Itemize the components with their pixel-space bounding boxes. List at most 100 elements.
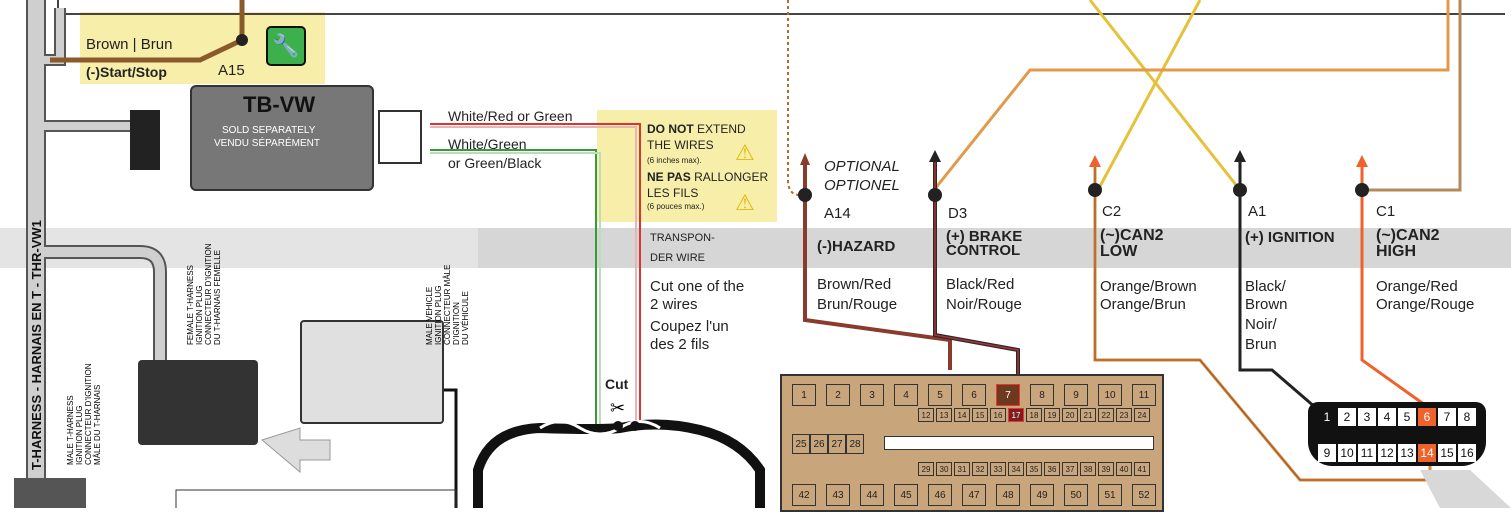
fuse-pin-26: 26 bbox=[810, 434, 828, 454]
wire-label-1: White/Red or Green bbox=[448, 108, 573, 124]
obd-pin-10: 10 bbox=[1338, 444, 1356, 462]
fuse-pin-13: 13 bbox=[936, 408, 952, 422]
fuse-pin-51: 51 bbox=[1098, 484, 1122, 506]
color-a1-4: Brun bbox=[1245, 336, 1277, 353]
obd-pin-12: 12 bbox=[1378, 444, 1396, 462]
obd-pin-13: 13 bbox=[1398, 444, 1416, 462]
fuse-pin-46: 46 bbox=[928, 484, 952, 506]
fuse-pin-28: 28 bbox=[846, 434, 864, 454]
color-d3-2: Noir/Rouge bbox=[946, 296, 1022, 313]
transponder-label-1: TRANSPON- bbox=[650, 232, 715, 244]
obd-pin-7: 7 bbox=[1438, 408, 1456, 426]
cut-instruction-3: Coupez l'un bbox=[650, 318, 729, 335]
pin-a1: A1 bbox=[1248, 203, 1267, 220]
fuse-pin-36: 36 bbox=[1044, 462, 1060, 476]
female-plug bbox=[138, 360, 258, 445]
module-left-connector bbox=[130, 110, 160, 170]
module-sold-fr: VENDU SÉPARÉMENT bbox=[214, 138, 320, 149]
obd-pin-9: 9 bbox=[1318, 444, 1336, 462]
warning-fr: NE PAS RALLONGER bbox=[647, 170, 769, 184]
fuse-pin-2: 2 bbox=[826, 384, 850, 406]
start-stop-wire-color: Brown | Brun bbox=[86, 36, 173, 53]
module-name: TB-VW bbox=[243, 92, 316, 117]
fuse-pin-6: 6 bbox=[962, 384, 986, 406]
fuse-pin-45: 45 bbox=[894, 484, 918, 506]
fuse-pin-37: 37 bbox=[1062, 462, 1078, 476]
module-sold-en: SOLD SEPARATELY bbox=[222, 125, 316, 136]
fuse-pin-1: 1 bbox=[792, 384, 816, 406]
cut-instruction-2: 2 wires bbox=[650, 296, 698, 313]
fuse-pin-23: 23 bbox=[1116, 408, 1132, 422]
color-a14-1: Brown/Red bbox=[817, 276, 892, 293]
fuse-pin-40: 40 bbox=[1116, 462, 1132, 476]
warning-fr-line2: LES FILS bbox=[647, 186, 699, 200]
fuse-pin-7: 7 bbox=[996, 384, 1020, 406]
function-can2-low: (~)CAN2 LOW bbox=[1100, 227, 1164, 260]
fuse-pin-34: 34 bbox=[1008, 462, 1024, 476]
obd-pin-3: 3 bbox=[1358, 408, 1376, 426]
fuse-pin-15: 15 bbox=[972, 408, 988, 422]
fuse-pin-52: 52 bbox=[1132, 484, 1156, 506]
warning-en-line2: THE WIRES bbox=[647, 138, 714, 152]
pin-a14: A14 bbox=[824, 205, 851, 222]
fuse-pin-4: 4 bbox=[894, 384, 918, 406]
obd-pin-5: 5 bbox=[1398, 408, 1416, 426]
warning-fr-note: (6 pouces max.) bbox=[647, 202, 705, 211]
fuse-pin-9: 9 bbox=[1064, 384, 1088, 406]
fuse-pin-20: 20 bbox=[1062, 408, 1078, 422]
warning-en-note: (6 inches max). bbox=[647, 156, 702, 165]
obd-pin-16: 16 bbox=[1458, 444, 1476, 462]
module-right-connector bbox=[378, 110, 422, 164]
function-band-dark bbox=[478, 228, 1511, 268]
color-c1-2: Orange/Rouge bbox=[1376, 296, 1475, 313]
pin-c2: C2 bbox=[1102, 203, 1122, 220]
fuse-pin-12: 12 bbox=[918, 408, 934, 422]
pin-c1: C1 bbox=[1376, 203, 1396, 220]
fuse-pin-49: 49 bbox=[1030, 484, 1054, 506]
male-t-plug bbox=[14, 478, 86, 508]
function-hazard: (-)HAZARD bbox=[817, 238, 896, 255]
fuse-pin-30: 30 bbox=[936, 462, 952, 476]
function-brake: (+) BRAKE CONTROL bbox=[946, 228, 1023, 259]
obd-pin-15: 15 bbox=[1438, 444, 1456, 462]
color-c1-1: Orange/Red bbox=[1376, 278, 1458, 295]
cut-label: Cut bbox=[605, 376, 629, 392]
fuse-pin-14: 14 bbox=[954, 408, 970, 422]
obd-pin-8: 8 bbox=[1458, 408, 1476, 426]
fuse-pin-5: 5 bbox=[928, 384, 952, 406]
scissors-icon: ✂ bbox=[610, 398, 626, 418]
fuse-pin-41: 41 bbox=[1134, 462, 1150, 476]
fuse-pin-21: 21 bbox=[1080, 408, 1096, 422]
obd-connector bbox=[1308, 402, 1486, 466]
fuse-pin-8: 8 bbox=[1030, 384, 1054, 406]
fuse-pin-19: 19 bbox=[1044, 408, 1060, 422]
warning-icon: ⚠ bbox=[735, 140, 755, 165]
fuse-pin-31: 31 bbox=[954, 462, 970, 476]
color-d3-1: Black/Red bbox=[946, 276, 1015, 293]
pin-d3: D3 bbox=[948, 205, 968, 222]
fuse-pin-10: 10 bbox=[1098, 384, 1122, 406]
color-a1-1: Black/ bbox=[1245, 278, 1286, 295]
fuse-pin-50: 50 bbox=[1064, 484, 1088, 506]
cut-instruction-4: des 2 fils bbox=[650, 336, 710, 353]
fuse-pin-47: 47 bbox=[962, 484, 986, 506]
function-can2-high: (~)CAN2 HIGH bbox=[1376, 227, 1440, 260]
wire-label-2b: or Green/Black bbox=[448, 155, 542, 171]
fuse-pin-24: 24 bbox=[1134, 408, 1150, 422]
fuse-pin-27: 27 bbox=[828, 434, 846, 454]
fuse-pin-39: 39 bbox=[1098, 462, 1114, 476]
fuse-pin-48: 48 bbox=[996, 484, 1020, 506]
fuse-pin-25: 25 bbox=[792, 434, 810, 454]
fuse-pin-44: 44 bbox=[860, 484, 884, 506]
fuse-pin-29: 29 bbox=[918, 462, 934, 476]
fuse-pin-18: 18 bbox=[1026, 408, 1042, 422]
warning-panel bbox=[597, 110, 777, 222]
fuse-pin-42: 42 bbox=[792, 484, 816, 506]
color-a14-2: Brun/Rouge bbox=[817, 296, 898, 313]
obd-pin-14: 14 bbox=[1418, 444, 1436, 462]
obd-pin-2: 2 bbox=[1338, 408, 1356, 426]
